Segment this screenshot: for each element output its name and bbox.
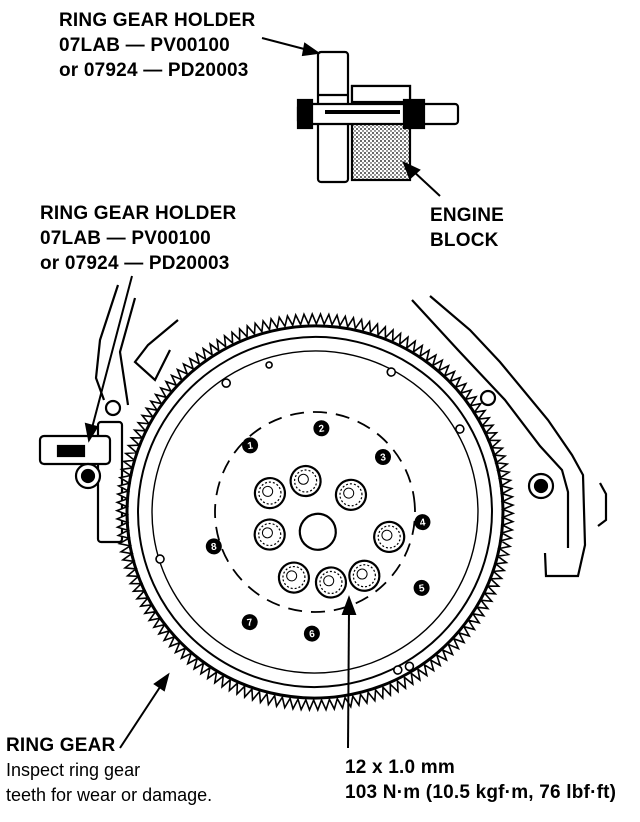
holder-top-line2: 07LAB — PV00100 (59, 35, 230, 56)
flywheel-small-holes (155, 361, 465, 675)
bolt-size: 12 x 1.0 mm (345, 757, 455, 778)
holder-side-line1: RING GEAR HOLDER (40, 203, 237, 224)
sequence-marker: 5 (413, 579, 430, 596)
bolt-spec-label: 12 x 1.0 mm 103 N·m (10.5 kgf·m, 76 lbf·… (345, 755, 616, 805)
sequence-marker: 4 (414, 514, 431, 531)
sequence-number: 4 (419, 517, 426, 529)
flywheel-bolt (348, 559, 381, 592)
ring-gear-note-line2: teeth for wear or damage. (6, 785, 213, 805)
ring-gear-label: RING GEAR Inspect ring gear teeth for we… (6, 733, 212, 808)
sequence-number: 3 (380, 452, 387, 464)
engine-block-label: ENGINE BLOCK (430, 203, 504, 253)
flywheel-bolts (253, 464, 406, 599)
sequence-marker: 2 (313, 420, 330, 437)
bolt-torque: 103 N·m (10.5 kgf·m, 76 lbf·ft) (345, 782, 617, 803)
flywheel-bolt (334, 478, 368, 511)
holder-side-line3: or 07924 — PD20003 (40, 253, 230, 274)
ring-gear-rim (125, 324, 505, 700)
ring-gear-holder-label-side: RING GEAR HOLDER 07LAB — PV00100 or 0792… (40, 201, 236, 276)
tightening-sequence: 1 2 3 4 5 6 7 8 (205, 420, 431, 642)
engine-bracket (411, 295, 608, 578)
holder-top-line1: RING GEAR HOLDER (59, 10, 256, 31)
ring-gear-teeth (114, 311, 516, 713)
flywheel: 1 2 3 4 5 6 7 8 (114, 311, 516, 713)
ring-gear-note-line1: Inspect ring gear (6, 760, 141, 780)
sequence-number: 2 (318, 423, 325, 435)
sequence-number: 8 (210, 542, 217, 554)
holder-side-line2: 07LAB — PV00100 (40, 228, 211, 249)
sequence-number: 5 (418, 583, 425, 595)
sequence-number: 7 (246, 617, 253, 629)
sequence-marker: 3 (375, 448, 392, 465)
sequence-marker: 8 (205, 538, 222, 555)
side-holder (38, 284, 179, 544)
flywheel-bolt (314, 566, 348, 599)
flywheel-bolt (289, 464, 322, 498)
bolt-circle (214, 411, 416, 613)
flywheel-bolt (373, 520, 406, 554)
sequence-marker: 7 (241, 614, 258, 631)
flywheel-bolt (253, 476, 287, 510)
engine-block-line2: BLOCK (430, 230, 499, 251)
leader-lines (84, 37, 441, 749)
sequence-number: 1 (247, 440, 254, 452)
flywheel-bolt (277, 561, 311, 594)
flywheel-bolt (253, 518, 286, 551)
holder-top-line3: or 07924 — PD20003 (59, 60, 249, 81)
sequence-marker: 1 (242, 437, 259, 454)
ring-gear-title: RING GEAR (6, 735, 116, 756)
engine-block-line1: ENGINE (430, 205, 505, 226)
sequence-number: 6 (309, 629, 316, 641)
holder-detail (296, 50, 460, 184)
center-hole (298, 512, 337, 551)
sequence-marker: 6 (303, 625, 320, 642)
ring-gear-holder-label-top: RING GEAR HOLDER 07LAB — PV00100 or 0792… (59, 8, 255, 83)
